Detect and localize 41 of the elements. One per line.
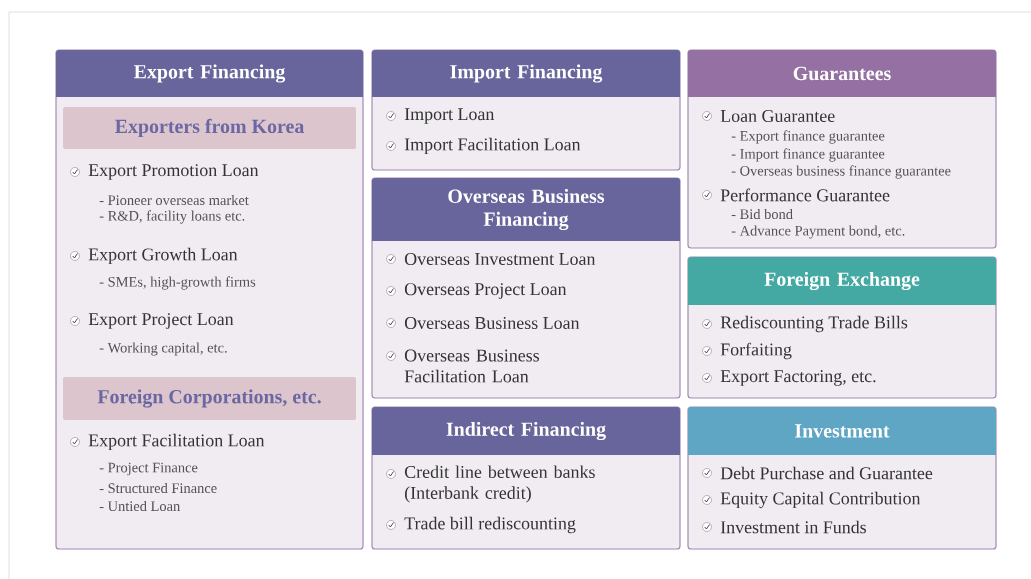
panel-header: Guarantees — [688, 50, 996, 97]
list-subitem: - Untied Loan — [99, 500, 181, 512]
list-item: Forfaiting — [720, 342, 792, 360]
list-item: Overseas Project Loan — [404, 283, 567, 299]
group-band: Exporters from Korea — [63, 107, 356, 149]
list-subitem: - Working capital, etc. — [99, 342, 227, 356]
list-item: Overseas Investment Loan — [404, 252, 596, 265]
list-subitem: - Advance Payment bond, etc. — [731, 225, 905, 239]
list-subitem: - Bid bond — [731, 208, 793, 220]
list-item: Import Facilitation Loan — [404, 137, 581, 155]
list-subitem: - R&D, facility loans etc. — [99, 210, 245, 224]
panel-header: Export Financing — [56, 50, 363, 97]
panel-header: Indirect Financing — [372, 407, 680, 455]
list-item: Export Growth Loan — [88, 247, 238, 265]
panel-header: Investment — [688, 407, 996, 455]
panel-header: Foreign Exchange — [688, 257, 996, 305]
list-item: Loan Guarantee — [720, 109, 835, 122]
list-item: Export Project Loan — [88, 313, 234, 329]
list-item: Investment in Funds — [720, 520, 866, 534]
list-subitem: - SMEs, high-growth firms — [99, 276, 256, 290]
list-item: Export Facilitation Loan — [88, 433, 265, 451]
list-item: Export Promotion Loan — [88, 164, 259, 180]
list-subitem: - Export finance guarantee — [731, 130, 885, 144]
list-subitem: - Import finance guarantee — [731, 148, 885, 162]
panel-header: Import Financing — [372, 50, 680, 97]
list-item: Import Loan — [404, 108, 495, 124]
list-subitem: - Overseas business finance guarantee — [731, 165, 951, 179]
list-item: Trade bill rediscounting — [404, 516, 576, 534]
group-band: Foreign Corporations, etc. — [63, 377, 356, 420]
list-item: Performance Guarantee — [720, 188, 890, 202]
list-subitem: - Project Finance — [99, 462, 198, 476]
list-item: Debt Purchase and Guarantee — [720, 466, 933, 480]
list-item: Overseas Business Facilitation Loan — [404, 349, 539, 383]
list-item: Rediscounting Trade Bills — [720, 315, 908, 333]
list-item: Credit line between banks (Interbank credit) — [404, 465, 595, 503]
list-item: Equity Capital Contribution — [720, 491, 921, 509]
panel-header: Overseas Business Financing — [372, 178, 680, 241]
list-item: Export Factoring, etc. — [720, 370, 876, 386]
list-subitem: - Structured Finance — [99, 482, 217, 494]
list-subitem: - Pioneer overseas market — [99, 194, 249, 206]
list-item: Overseas Business Loan — [404, 316, 580, 329]
